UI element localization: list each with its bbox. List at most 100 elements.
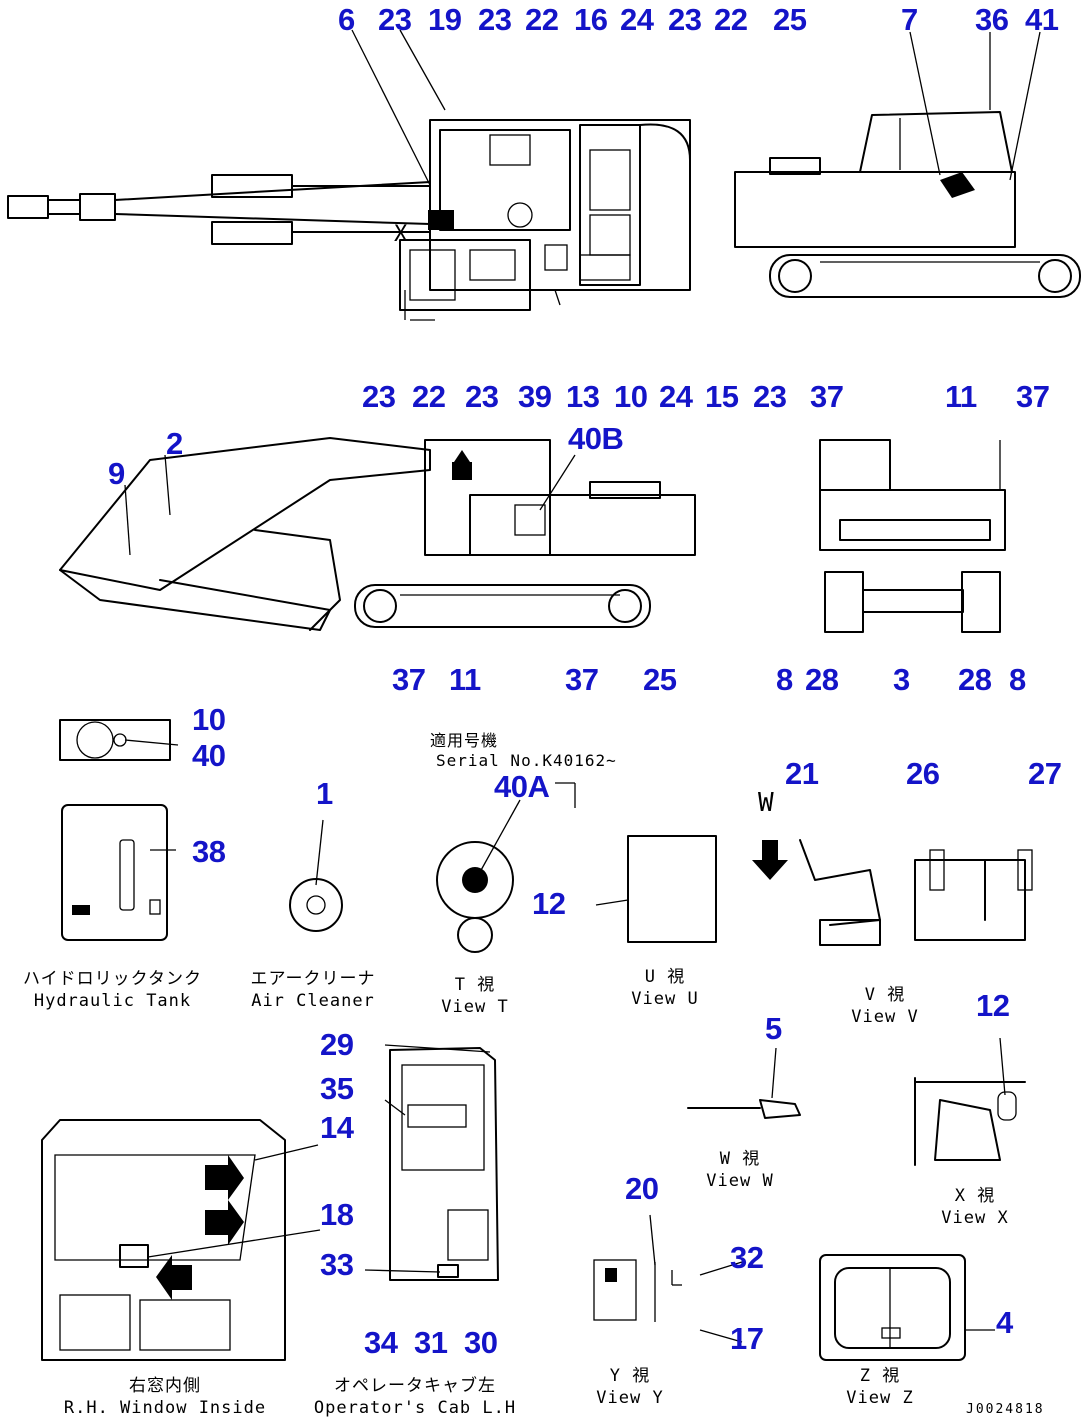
callout-4: 4 (996, 1305, 1013, 1340)
caption-operator-cab-jp: オペレータキャブ左 (334, 1376, 496, 1396)
callout-8: 8 (776, 662, 793, 697)
callout-24: 24 (659, 379, 693, 414)
callout-37: 37 (392, 662, 426, 697)
caption-view-t-jp: T 視 (454, 975, 496, 995)
callout-9: 9 (108, 456, 125, 491)
callout-28: 28 (958, 662, 992, 697)
operator-cab-drawing (384, 1044, 499, 1281)
callout-14: 14 (320, 1110, 354, 1145)
plan-view-drawing (7, 119, 691, 321)
callout-5: 5 (765, 1011, 782, 1046)
caption-view-y-en: View Y (596, 1388, 664, 1408)
callout-40: 40 (192, 738, 226, 773)
callout-23: 23 (362, 379, 396, 414)
view-x-mark-letter: X (394, 222, 409, 247)
hydraulic-tank-drawing (59, 719, 171, 941)
caption-hydraulic-tank-jp: ハイドロリックタンク (23, 969, 202, 989)
callout-41: 41 (1025, 2, 1059, 37)
callout-32: 32 (730, 1240, 764, 1275)
document-id: J0024818 (966, 1402, 1045, 1417)
callout-29: 29 (320, 1027, 354, 1062)
callout-33: 33 (320, 1247, 354, 1282)
callout-19: 19 (428, 2, 462, 37)
callout-25: 25 (643, 662, 677, 697)
callout-40a: 40A (494, 769, 550, 804)
serial-note-en: Serial No.K40162~ (436, 751, 617, 770)
callout-16: 16 (574, 2, 608, 37)
view-w-drawing (687, 1099, 801, 1119)
callout-31: 31 (414, 1325, 448, 1360)
callout-27: 27 (1028, 756, 1062, 791)
callout-10: 10 (614, 379, 648, 414)
callout-35: 35 (320, 1071, 354, 1106)
caption-view-y-jp: Y 視 (609, 1366, 651, 1386)
rh-window-drawing (41, 1119, 286, 1361)
callout-22: 22 (412, 379, 446, 414)
callout-17: 17 (730, 1321, 764, 1356)
caption-view-x-jp: X 視 (954, 1186, 996, 1206)
callout-38: 38 (192, 834, 226, 869)
view-y-drawing (593, 1259, 682, 1322)
view-x-drawing (914, 1077, 1026, 1166)
callout-30: 30 (464, 1325, 498, 1360)
caption-view-u-en: View U (631, 989, 699, 1009)
callout-15: 15 (705, 379, 739, 414)
leader-lines (124, 29, 1041, 1343)
rear-view-drawing (819, 439, 1006, 633)
callout-22: 22 (714, 2, 748, 37)
caption-view-u-jp: U 視 (644, 967, 686, 987)
callout-23: 23 (478, 2, 512, 37)
view-t-drawing (436, 841, 514, 953)
side-view-top-drawing (734, 111, 1081, 298)
caption-view-z-en: View Z (846, 1388, 914, 1408)
callout-11: 11 (449, 662, 481, 697)
callout-7: 7 (901, 2, 918, 37)
caption-operator-cab-en: Operator's Cab L.H (313, 1398, 517, 1418)
callout-8: 8 (1009, 662, 1026, 697)
callout-37: 37 (810, 379, 844, 414)
callout-12: 12 (976, 988, 1010, 1023)
callout-20: 20 (625, 1171, 659, 1206)
callout-24: 24 (620, 2, 654, 37)
callout-1: 1 (316, 776, 333, 811)
view-z-drawing (819, 1254, 966, 1361)
caption-view-v-en: View V (851, 1007, 919, 1027)
callout-34: 34 (364, 1325, 398, 1360)
air-cleaner-drawing (289, 878, 343, 932)
caption-view-z-jp: Z 視 (859, 1366, 901, 1386)
callout-40b: 40B (568, 421, 624, 456)
callout-23: 23 (668, 2, 702, 37)
callout-37: 37 (1016, 379, 1050, 414)
callout-23: 23 (465, 379, 499, 414)
callout-18: 18 (320, 1197, 354, 1232)
serial-note-jp: 適用号機 (430, 731, 499, 750)
caption-view-w-en: View W (706, 1171, 774, 1191)
caption-air-cleaner-jp: エアークリーナ (250, 969, 376, 989)
caption-view-x-en: View X (941, 1208, 1009, 1228)
caption-view-t-en: View T (441, 997, 509, 1017)
caption-rh-window-jp: 右窓内側 (129, 1376, 201, 1396)
view-v-drawing (752, 839, 1033, 946)
callout-12: 12 (532, 886, 566, 921)
callout-22: 22 (525, 2, 559, 37)
callout-23: 23 (378, 2, 412, 37)
callout-2: 2 (166, 426, 183, 461)
callout-36: 36 (975, 2, 1009, 37)
callout-21: 21 (785, 756, 819, 791)
callout-25: 25 (773, 2, 807, 37)
caption-rh-window-en: R.H. Window Inside (63, 1398, 267, 1418)
callout-39: 39 (518, 379, 552, 414)
view-u-drawing (627, 835, 717, 943)
callout-10: 10 (192, 702, 226, 737)
callout-3: 3 (893, 662, 910, 697)
caption-hydraulic-tank-en: Hydraulic Tank (33, 991, 192, 1011)
callout-26: 26 (906, 756, 940, 791)
view-w-arrow-letter: W (758, 788, 775, 818)
caption-view-w-jp: W 視 (719, 1149, 761, 1169)
callout-11: 11 (945, 379, 977, 414)
caption-view-v-jp: V 視 (864, 985, 906, 1005)
callout-6: 6 (338, 2, 355, 37)
callout-37: 37 (565, 662, 599, 697)
